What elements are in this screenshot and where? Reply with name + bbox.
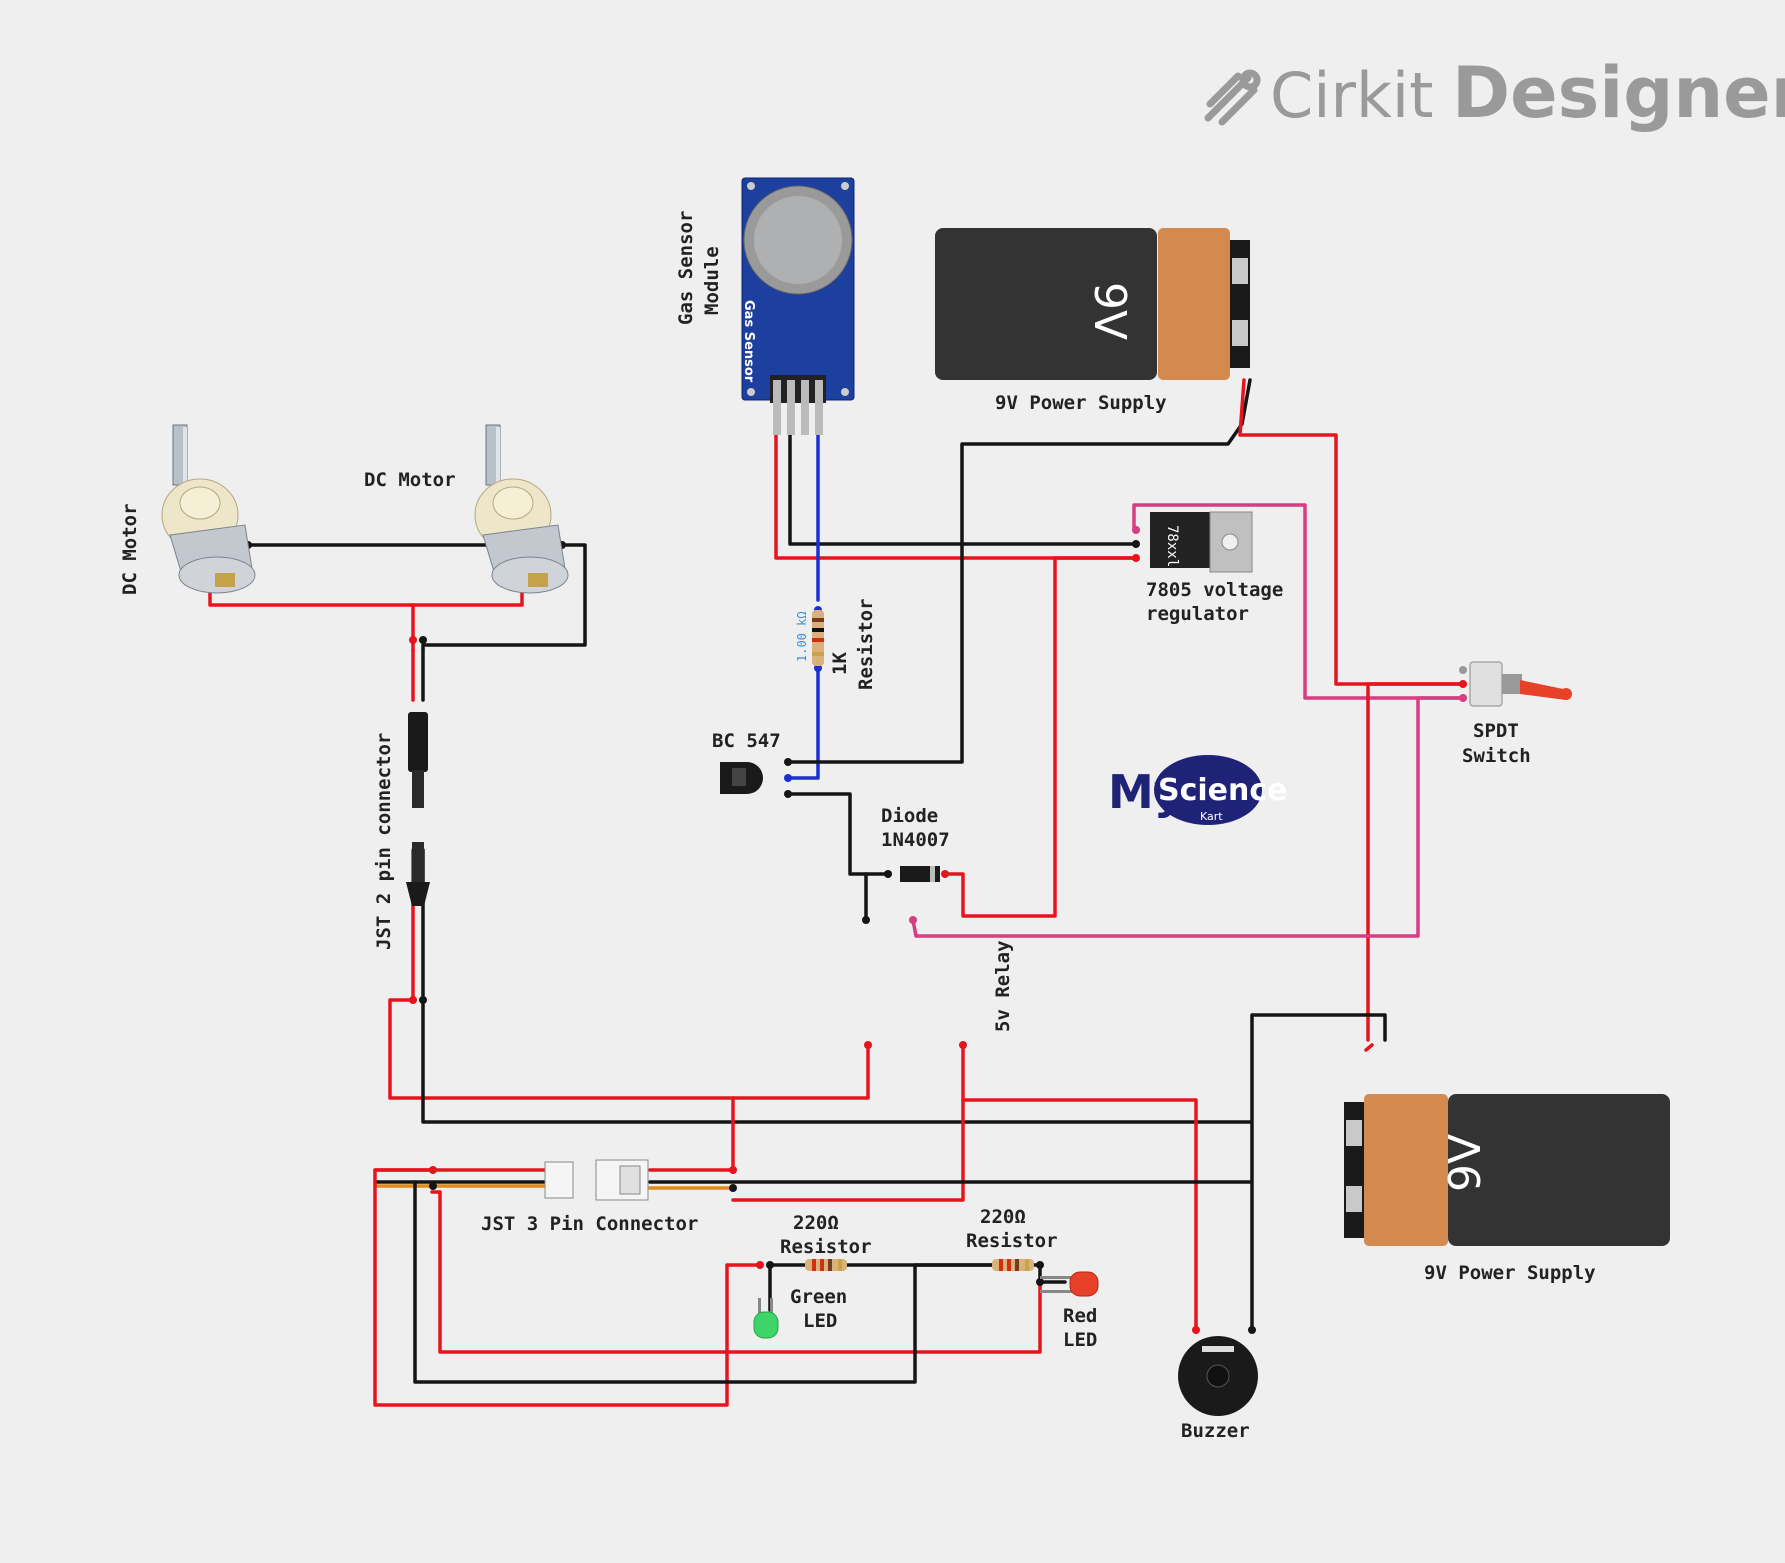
wire-motor-black [246,543,587,652]
res220-left-label-1: 220Ω [793,1212,839,1234]
logo-science: Science [1158,773,1288,808]
gas-sensor-label-1: Gas Sensor [675,211,697,325]
jst-3-pin-connector[interactable] [544,1159,649,1201]
gas-sensor-board-text: Gas Sensor [741,300,756,383]
wire-sensor-vcc [774,433,1138,560]
battery-bottom-label: 9V Power Supply [1424,1262,1596,1284]
cirkit-designer-logo: Cirkit Designer [1204,52,1785,134]
brand-text-cirkit: Cirkit [1270,59,1433,132]
jst-2-pin-connector[interactable] [406,712,430,906]
regulator-label-2: regulator [1146,603,1249,625]
battery-top-text: 9V [1084,282,1135,340]
regulator-chip-text: 78xxl [1164,525,1180,567]
brand-text-designer: Designer [1452,52,1785,134]
green-led-label-2: LED [803,1310,837,1332]
motor-left-label: DC Motor [119,503,141,595]
resistor-220-left[interactable] [805,1259,847,1271]
res220-right-label-1: 220Ω [980,1206,1026,1228]
battery-9v-bottom[interactable]: 9V [1344,1094,1670,1246]
resistor-1k-label-2: Resistor [855,598,877,690]
res220-left-label-2: Resistor [780,1236,872,1258]
resistor-1k[interactable]: 1.00 kΩ [795,610,824,666]
transistor-bc547[interactable] [720,762,763,794]
wires [208,378,1465,1407]
diode-label-1: Diode [881,805,938,827]
myscience-kart-logo: My Science Kart [1108,755,1288,825]
regulator-label-1: 7805 voltage [1146,579,1283,601]
wire-motor-red [208,573,524,607]
motor-right-label: DC Motor [364,469,456,491]
gas-sensor-module[interactable]: Gas Sensor [741,177,855,435]
dc-motor-right[interactable] [474,424,569,594]
spdt-label-1: SPDT [1473,720,1519,742]
battery-bottom-text: 9V [1440,1134,1491,1192]
spdt-label-2: Switch [1462,745,1531,767]
jst2-label: JST 2 pin connector [373,733,395,950]
spdt-switch[interactable] [1469,661,1572,707]
wire-regulator-out [943,556,1138,918]
jst3-label: JST 3 Pin Connector [481,1213,698,1235]
buzzer[interactable] [1178,1336,1258,1416]
logo-kart: Kart [1200,810,1223,823]
voltage-regulator-7805[interactable]: 78xxl [1150,511,1253,573]
green-led[interactable] [753,1298,779,1339]
res220-right-label-2: Resistor [966,1230,1058,1252]
wire-sensor-gnd [788,433,1138,546]
green-led-label-1: Green [790,1286,847,1308]
wire-relay-no [961,1043,1198,1332]
transistor-label: BC 547 [712,730,781,752]
battery-top-label: 9V Power Supply [995,392,1167,414]
red-led[interactable] [1040,1271,1099,1297]
red-led-label-1: Red [1063,1305,1097,1327]
relay-label: 5v Relay [992,940,1014,1032]
battery-9v-top[interactable]: 9V [935,228,1250,380]
wire-pink-reg [1132,503,1465,700]
cirkit-logo-icon [1204,69,1261,126]
gas-sensor-label-2: Module [701,246,723,315]
diode-label-2: 1N4007 [881,829,950,851]
resistor-220-right[interactable] [992,1259,1034,1271]
resistor-1k-label-1: 1K [829,652,851,675]
red-led-label-2: LED [1063,1329,1097,1351]
dc-motor-left[interactable] [161,424,256,594]
buzzer-label: Buzzer [1181,1420,1250,1442]
wire-led-red [373,1168,762,1407]
resistor-1k-value: 1.00 kΩ [795,611,809,662]
diode-1n4007[interactable] [900,866,940,882]
